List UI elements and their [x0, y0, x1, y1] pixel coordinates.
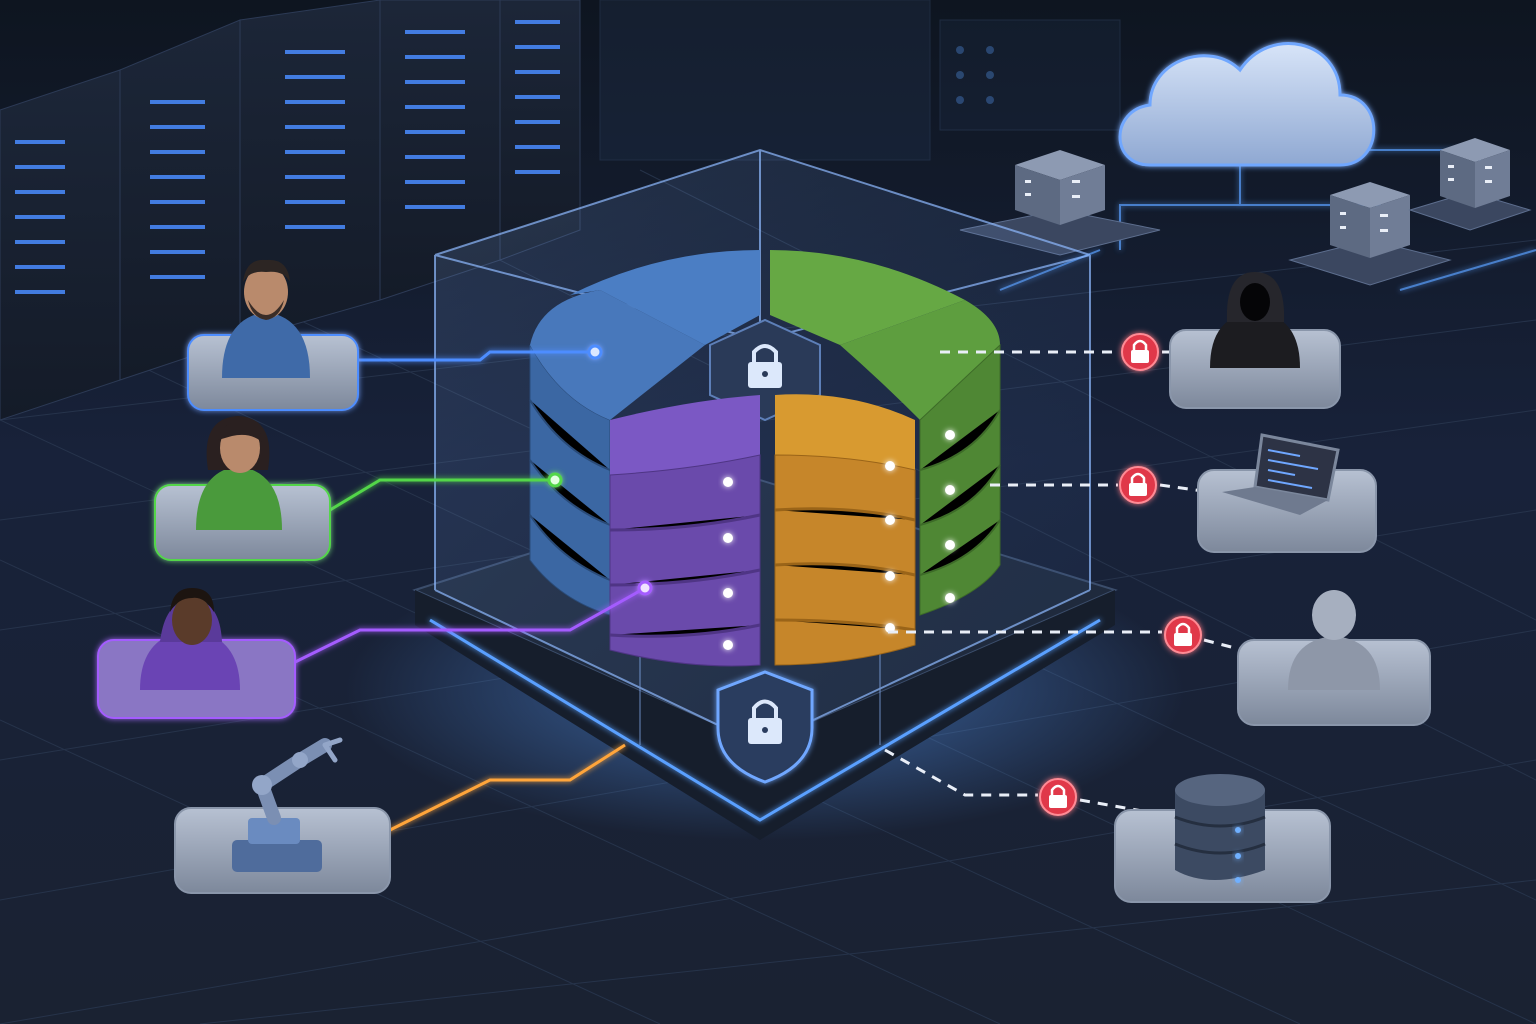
- server-racks: [0, 0, 581, 421]
- server-rack-icon: [1288, 182, 1452, 286]
- server-rack-icon: [959, 150, 1161, 256]
- lock-icon: [1039, 778, 1077, 816]
- purple-tenant-segment: [609, 395, 761, 667]
- green-tenant-segment: [770, 250, 1001, 616]
- user-man-avatar[interactable]: [187, 259, 359, 411]
- robot-arm-icon[interactable]: [174, 737, 391, 894]
- shield-lock-icon: [716, 670, 814, 784]
- blue-tenant-segment: [529, 250, 760, 616]
- lock-icon: [1164, 616, 1202, 654]
- segmented-database: [529, 250, 1001, 667]
- lock-icon: [1119, 466, 1157, 504]
- authorized-connections: [282, 344, 653, 837]
- user-woman-avatar[interactable]: [154, 416, 331, 561]
- authorized-users: [97, 259, 391, 894]
- cloud-icon: [1118, 42, 1376, 167]
- laptop-icon[interactable]: [1197, 433, 1377, 553]
- orange-tenant-segment: [774, 394, 916, 666]
- denied-lock-badges: [1039, 333, 1202, 816]
- hooded-hacker-avatar[interactable]: [1169, 272, 1341, 409]
- server-rack-icon: [1408, 138, 1532, 231]
- blocked-clients: [1114, 272, 1431, 903]
- anonymous-user-icon[interactable]: [1237, 590, 1431, 726]
- background-panels: [599, 0, 1121, 161]
- lock-icon: [1121, 333, 1159, 371]
- user-hoodie-avatar[interactable]: [97, 588, 296, 719]
- cloud-network: [959, 42, 1536, 291]
- external-database-icon[interactable]: [1114, 774, 1331, 903]
